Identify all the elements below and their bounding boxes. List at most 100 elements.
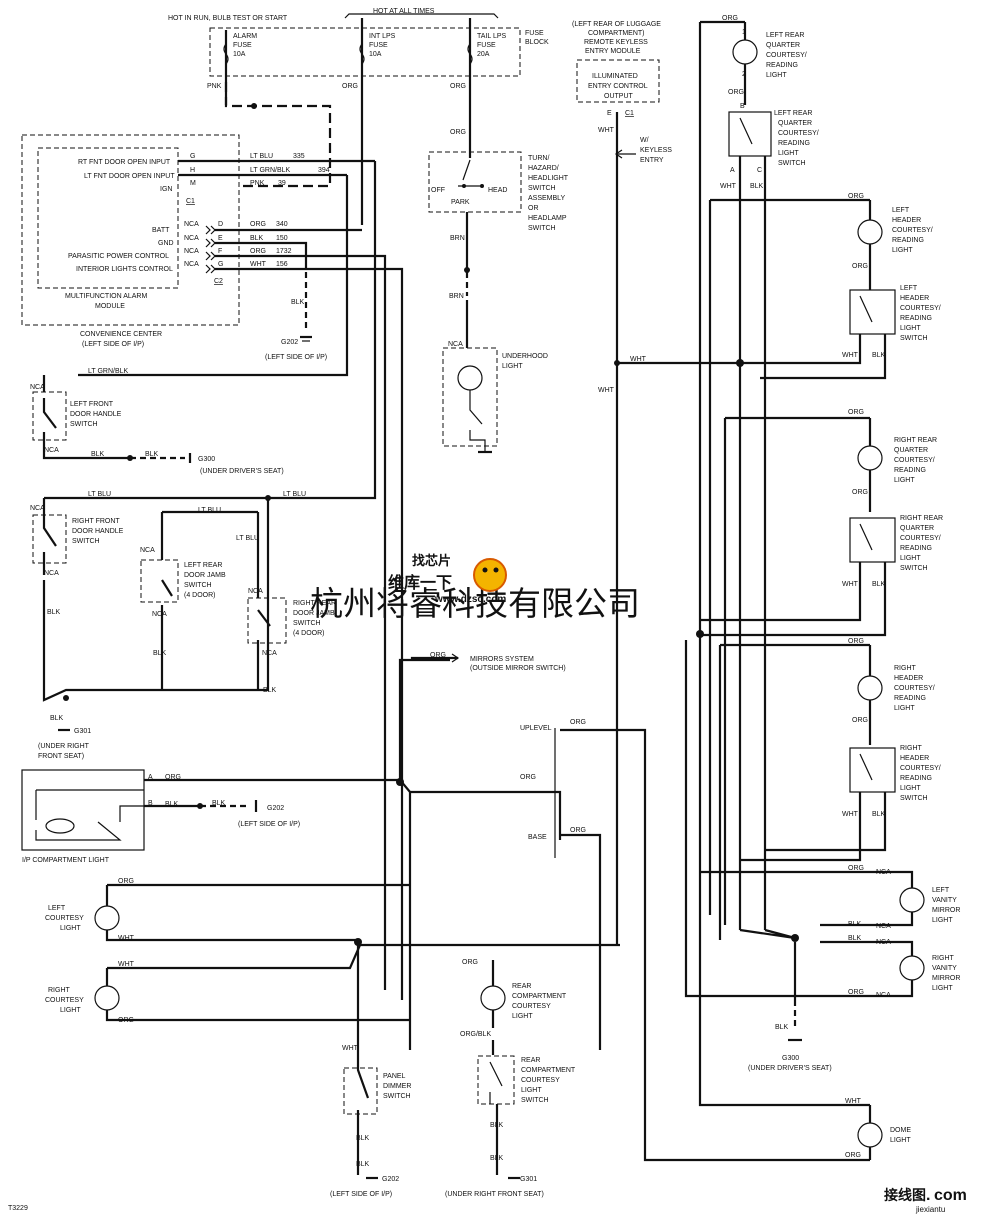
svg-text:WHT: WHT [118, 935, 135, 942]
svg-text:DOME: DOME [890, 1127, 911, 1134]
svg-text:READING: READING [900, 775, 932, 782]
svg-text:BRN: BRN [450, 235, 465, 242]
svg-text:com: com [934, 1187, 967, 1204]
keyless-entry-module: (LEFT REAR OF LUGGAGE COMPARTMENT) REMOT… [572, 21, 672, 945]
svg-text:BLK: BLK [145, 451, 159, 458]
panel-dimmer-switch: PANEL DIMMER SWITCH WHT BLK BLK G202 (LE… [330, 945, 411, 1198]
ground-g202-top: BLK G202 (LEFT SIDE OF I/P) [265, 299, 327, 361]
svg-text:PARK: PARK [451, 199, 470, 206]
svg-text:LIGHT: LIGHT [894, 477, 915, 484]
svg-text:WHT: WHT [842, 811, 859, 818]
svg-text:E: E [607, 110, 612, 117]
svg-text:SWITCH: SWITCH [70, 421, 98, 428]
svg-text:ORG: ORG [848, 638, 864, 645]
svg-text:WHT: WHT [250, 261, 267, 268]
int-lps-fuse: INT LPS FUSE 10A [359, 18, 396, 82]
fuse-block: HOT IN RUN, BULB TEST OR START HOT AT AL… [168, 8, 549, 105]
svg-text:COURTESY: COURTESY [521, 1077, 560, 1084]
svg-text:340: 340 [276, 221, 288, 228]
svg-text:(LEFT SIDE OF I/P): (LEFT SIDE OF I/P) [238, 821, 300, 828]
svg-text:SWITCH: SWITCH [521, 1097, 549, 1104]
svg-text:OR: OR [528, 205, 539, 212]
svg-text:BLK: BLK [153, 650, 167, 657]
jiexiantu-logo: 接线图 . com jiexiantu [884, 1187, 967, 1214]
svg-text:NCA: NCA [152, 611, 167, 618]
svg-text:BLK: BLK [47, 609, 61, 616]
svg-text:TAIL LPS: TAIL LPS [477, 33, 507, 40]
svg-text:SWITCH: SWITCH [528, 225, 556, 232]
svg-text:BLK: BLK [848, 921, 862, 928]
svg-text:BLK: BLK [263, 687, 277, 694]
svg-text:BLK: BLK [490, 1155, 504, 1162]
svg-text:G301: G301 [520, 1176, 537, 1183]
svg-text:COMPARTMENT: COMPARTMENT [512, 993, 567, 1000]
svg-text:WHT: WHT [342, 1045, 359, 1052]
svg-text:C1: C1 [186, 198, 195, 205]
svg-text:VANITY: VANITY [932, 897, 957, 904]
svg-text:LT GRN/BLK: LT GRN/BLK [250, 167, 291, 174]
svg-text:BLK: BLK [775, 1024, 789, 1031]
svg-text:jiexiantu: jiexiantu [915, 1205, 945, 1214]
svg-text:RIGHT FRONT: RIGHT FRONT [72, 518, 120, 525]
svg-text:COURTESY/: COURTESY/ [778, 130, 819, 137]
svg-text:2: 2 [742, 71, 746, 78]
svg-text:RIGHT REAR: RIGHT REAR [900, 515, 943, 522]
svg-text:LEFT REAR: LEFT REAR [184, 562, 222, 569]
underhood-light: NCA UNDERHOOD LIGHT [442, 341, 548, 454]
svg-text:LIGHT: LIGHT [502, 363, 523, 370]
svg-text:NCA: NCA [184, 248, 199, 255]
svg-text:NCA: NCA [30, 384, 45, 391]
svg-text:(LEFT SIDE OF I/P): (LEFT SIDE OF I/P) [265, 354, 327, 361]
svg-text:HEADER: HEADER [900, 295, 929, 302]
svg-text:BRN: BRN [449, 293, 464, 300]
svg-text:ORG: ORG [165, 774, 181, 781]
svg-text:HEAD: HEAD [488, 187, 507, 194]
svg-text:BLK: BLK [212, 800, 226, 807]
svg-text:ORG: ORG [520, 774, 536, 781]
svg-text:ORG: ORG [722, 15, 738, 22]
hot-all-times-label: HOT AT ALL TIMES [373, 8, 435, 15]
tail-lps-fuse: TAIL LPS FUSE 20A [467, 18, 507, 82]
lr-quarter-switch: LEFT REAR QUARTER COURTESY/ READING LIGH… [720, 103, 819, 930]
svg-text:UNDERHOOD: UNDERHOOD [502, 353, 548, 360]
svg-text:G300: G300 [198, 456, 215, 463]
svg-text:G: G [218, 261, 223, 268]
svg-text:E: E [218, 235, 223, 242]
svg-text:LT GRN/BLK: LT GRN/BLK [88, 368, 129, 375]
svg-text:ORG: ORG [118, 878, 134, 885]
svg-text:BLK: BLK [872, 352, 886, 359]
svg-text:ENTRY MODULE: ENTRY MODULE [585, 48, 641, 55]
svg-text:HAZARD/: HAZARD/ [528, 165, 559, 172]
svg-text:NCA: NCA [262, 650, 277, 657]
svg-text:SWITCH: SWITCH [900, 795, 928, 802]
svg-text:BASE: BASE [528, 834, 547, 841]
svg-text:MIRROR: MIRROR [932, 907, 960, 914]
svg-text:BLK: BLK [356, 1135, 370, 1142]
svg-text:COURTESY/: COURTESY/ [894, 457, 935, 464]
svg-text:NCA: NCA [184, 235, 199, 242]
multifunction-alarm-module: MULTIFUNCTION ALARM MODULE CONVENIENCE C… [21, 134, 330, 348]
svg-text:KEYLESS: KEYLESS [640, 147, 672, 154]
svg-text:VANITY: VANITY [932, 965, 957, 972]
svg-text:MODULE: MODULE [95, 303, 125, 310]
svg-text:LEFT FRONT: LEFT FRONT [70, 401, 114, 408]
svg-text:LIGHT: LIGHT [512, 1013, 533, 1020]
svg-text:RIGHT: RIGHT [894, 665, 917, 672]
svg-text:RIGHT REAR: RIGHT REAR [293, 600, 336, 607]
svg-text:NCA: NCA [876, 939, 891, 946]
svg-text:HEADER: HEADER [892, 217, 921, 224]
svg-text:ASSEMBLY: ASSEMBLY [528, 195, 566, 202]
svg-text:ORG: ORG [845, 1152, 861, 1159]
svg-text:READING: READING [900, 315, 932, 322]
svg-text:A: A [730, 167, 735, 174]
svg-text:QUARTER: QUARTER [778, 120, 812, 127]
mirrors-system-link: ORG MIRRORS SYSTEM (OUTSIDE MIRROR SWITC… [410, 652, 566, 672]
svg-text:ORG: ORG [728, 89, 744, 96]
svg-text:(LEFT SIDE OF I/P): (LEFT SIDE OF I/P) [82, 341, 144, 348]
svg-text:10A: 10A [369, 51, 382, 58]
svg-text:(LEFT REAR OF LUGGAGE: (LEFT REAR OF LUGGAGE [572, 21, 661, 28]
svg-text:20A: 20A [477, 51, 490, 58]
svg-text:ORG: ORG [848, 409, 864, 416]
svg-text:BLK: BLK [50, 715, 64, 722]
